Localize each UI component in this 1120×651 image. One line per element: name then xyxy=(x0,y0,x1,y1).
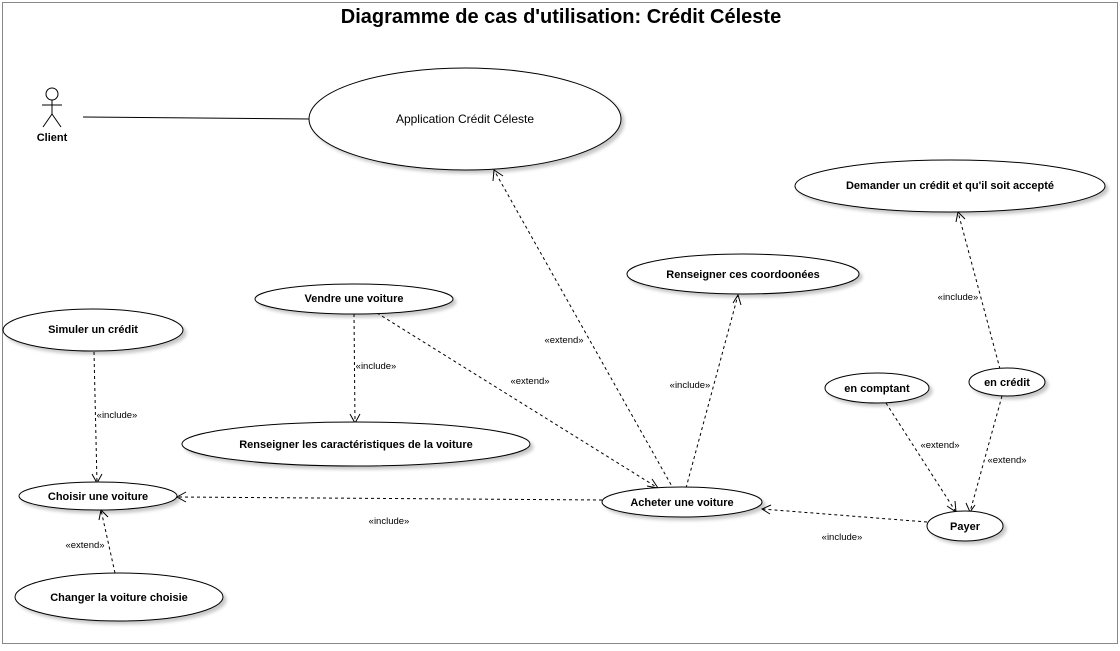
use-case-renseigner-coord-label: Renseigner ces coordoonées xyxy=(666,269,819,281)
relation-acheter-coord xyxy=(685,293,742,489)
actor-client-label: Client xyxy=(37,132,68,144)
diagram-title: Diagramme de cas d'utilisation: Crédit C… xyxy=(341,6,781,28)
use-case-renseigner-coord[interactable] xyxy=(626,253,860,295)
stereotype-acheter-choisir: «include» xyxy=(369,516,410,527)
use-case-vendre[interactable] xyxy=(254,283,454,315)
use-case-demander[interactable] xyxy=(794,159,1106,213)
use-case-app-label: Application Crédit Céleste xyxy=(396,112,534,126)
use-case-simuler-label: Simuler un crédit xyxy=(48,324,138,336)
use-case-comptant[interactable] xyxy=(824,372,930,404)
stereotype-credit-payer: «extend» xyxy=(987,455,1026,466)
use-case-choisir[interactable] xyxy=(18,481,178,511)
use-case-payer[interactable] xyxy=(926,510,1004,542)
relation-payer-acheter xyxy=(760,504,928,523)
stereotype-acheter-coord: «include» xyxy=(670,380,711,391)
stereotype-simuler-choisir: «include» xyxy=(97,410,138,421)
stereotype-vendre-carac: «include» xyxy=(356,361,397,372)
actor-client[interactable]: Client xyxy=(37,87,68,144)
use-case-payer-label: Payer xyxy=(950,521,981,533)
use-case-changer-label: Changer la voiture choisie xyxy=(50,592,188,604)
relation-acheter-app xyxy=(492,169,675,491)
stereotype-comptant-payer: «extend» xyxy=(920,440,959,451)
stereotype-vendre-acheter: «extend» xyxy=(510,376,549,387)
use-case-demander-label: Demander un crédit et qu'il soit accepté xyxy=(846,180,1054,192)
stereotype-credit-demander: «include» xyxy=(938,292,979,303)
use-case-comptant-label: en comptant xyxy=(844,383,910,395)
use-case-credit[interactable] xyxy=(968,367,1046,397)
use-case-credit-label: en crédit xyxy=(984,377,1030,389)
association-client-app xyxy=(82,116,311,120)
stereotype-acheter-app: «extend» xyxy=(544,335,583,346)
use-case-app[interactable] xyxy=(308,67,622,171)
use-case-renseigner-carac[interactable] xyxy=(181,421,531,467)
use-case-choisir-label: Choisir une voiture xyxy=(48,491,148,503)
stereotype-changer-choisir: «extend» xyxy=(65,540,104,551)
use-case-vendre-label: Vendre une voiture xyxy=(304,293,403,305)
stereotype-payer-acheter: «include» xyxy=(822,532,863,543)
use-case-acheter[interactable] xyxy=(601,486,763,518)
use-case-renseigner-carac-label: Renseigner les caractéristiques de la vo… xyxy=(239,439,473,451)
stick-figure-icon xyxy=(42,87,62,128)
use-case-simuler[interactable] xyxy=(2,308,184,352)
use-case-changer[interactable] xyxy=(14,572,224,622)
use-case-acheter-label: Acheter une voiture xyxy=(630,497,733,509)
